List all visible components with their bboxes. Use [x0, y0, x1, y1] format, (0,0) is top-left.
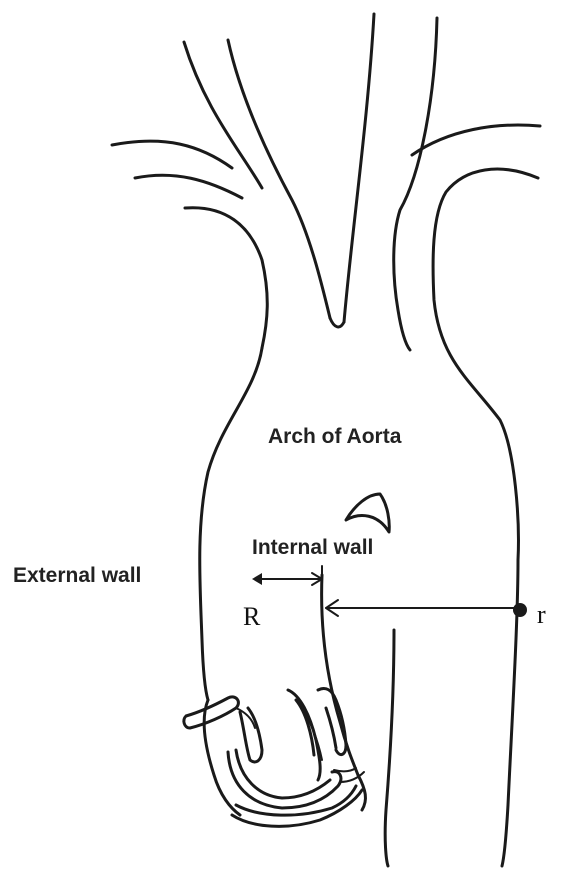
radius-r-arrow	[326, 600, 527, 617]
arch-of-aorta-label: Arch of Aorta	[268, 426, 401, 447]
internal-wall-label: Internal wall	[252, 537, 373, 558]
R-label: R	[243, 604, 260, 630]
external-wall-label: External wall	[13, 565, 141, 586]
left-subclavian-artery	[412, 125, 540, 560]
radius-R-arrow	[252, 566, 322, 592]
brachiocephalic-trunk	[112, 40, 330, 348]
arch-external-wall	[200, 348, 262, 700]
aortic-valve	[184, 688, 366, 826]
descending-aorta	[385, 560, 518, 866]
left-common-carotid	[330, 14, 437, 350]
r-label: r	[537, 602, 546, 628]
